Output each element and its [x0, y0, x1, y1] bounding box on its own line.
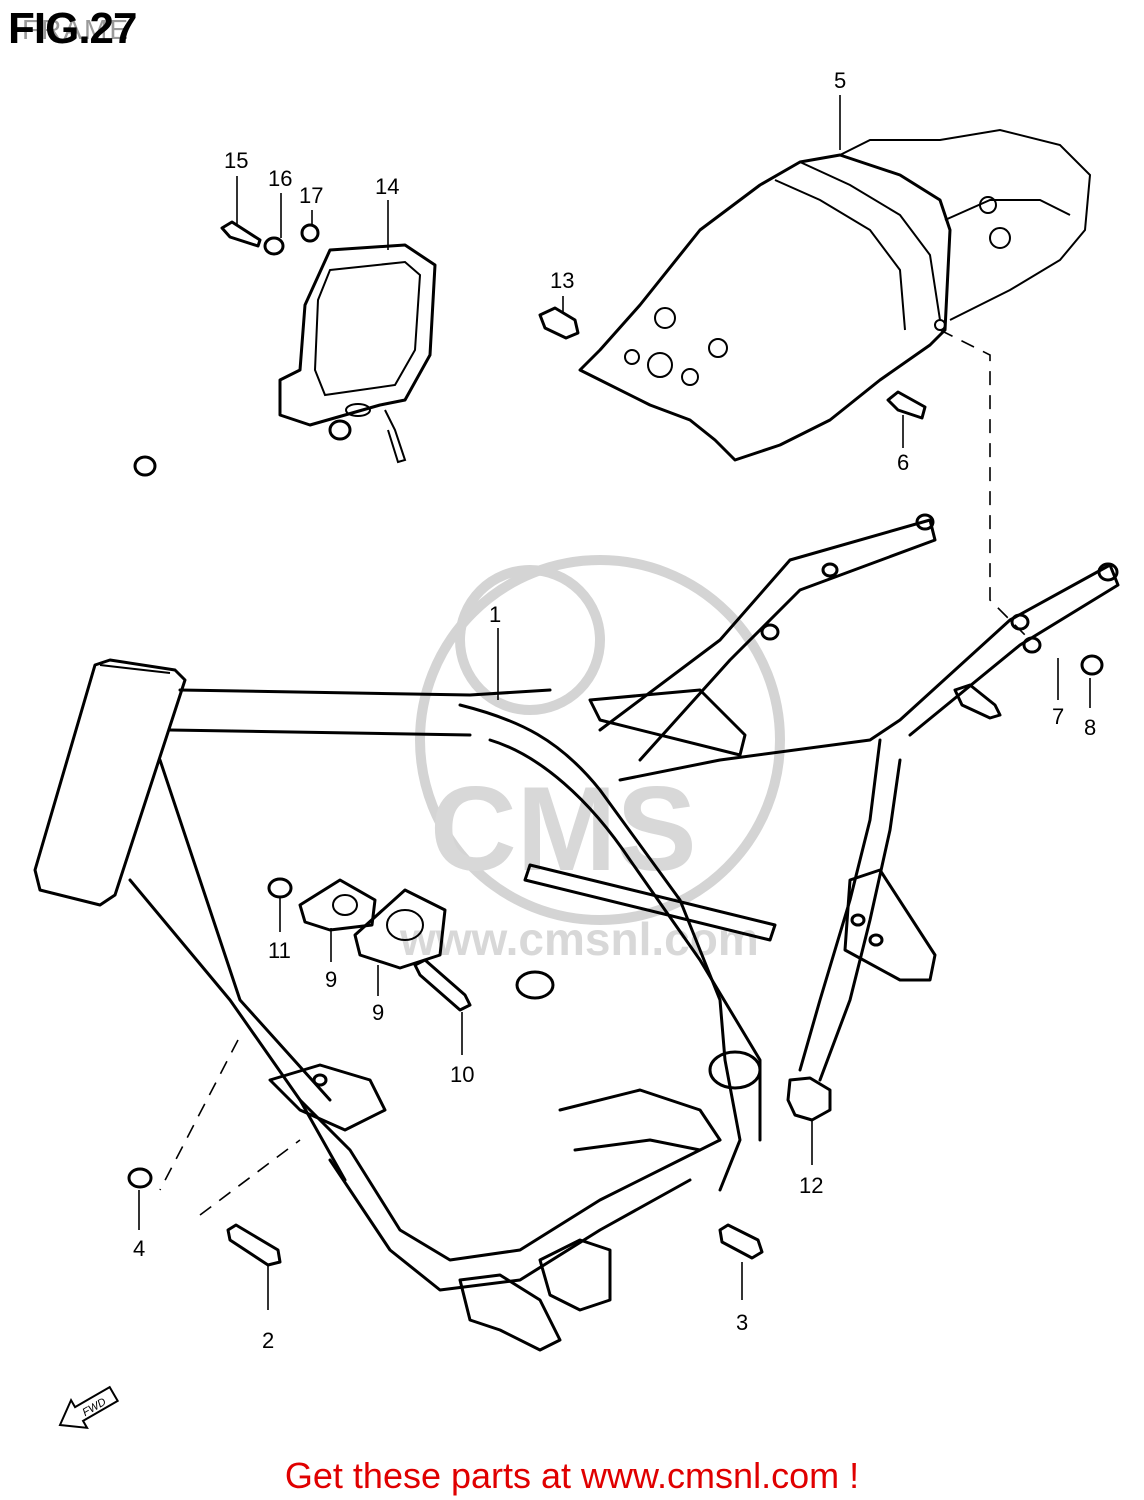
rear-fender — [578, 128, 1092, 462]
forward-direction-arrow: FWD — [58, 1385, 120, 1430]
frame-stud — [953, 683, 1002, 720]
callout-11: 11 — [268, 938, 291, 963]
collar-17 — [300, 223, 320, 243]
watermark-url: www.cmsnl.com — [399, 913, 759, 965]
engine-mount-plate-9-lower — [353, 888, 447, 970]
bolt-2 — [226, 1223, 282, 1267]
cms-watermark-logo: CMS www.cmsnl.com — [399, 555, 785, 965]
nut-4 — [127, 1167, 153, 1189]
bolt-3 — [718, 1223, 764, 1260]
callout-12: 12 — [799, 1173, 823, 1198]
callout-9-upper: 9 — [325, 967, 337, 992]
callout-2: 2 — [262, 1328, 274, 1353]
callout-3: 3 — [736, 1310, 748, 1335]
callout-13: 13 — [550, 268, 574, 293]
figure-number: FIG.27 — [8, 4, 137, 53]
bolt-15 — [220, 220, 262, 248]
leader-lines — [138, 95, 1091, 1310]
callout-15: 15 — [224, 148, 248, 173]
callout-8: 8 — [1084, 715, 1096, 740]
bolt-10 — [413, 958, 472, 1012]
bolt-13 — [538, 306, 580, 340]
assembly-guide-lines — [159, 329, 1031, 1216]
engine-mount-plate-9-upper — [298, 878, 377, 932]
callout-4: 4 — [133, 1236, 145, 1261]
bolt-6 — [886, 390, 927, 420]
exploded-view-drawing: CMS www.cmsnl.com — [33, 68, 1120, 1430]
nut-8 — [1080, 654, 1104, 676]
footer-promo-text[interactable]: Get these parts at www.cmsnl.com ! — [284, 1455, 860, 1496]
callout-14: 14 — [375, 174, 399, 199]
ecu-bracket-14 — [278, 243, 437, 464]
callout-labels: 1 2 3 4 5 6 7 8 9 9 10 11 12 13 14 15 16… — [133, 68, 1096, 1353]
callout-1: 1 — [489, 602, 501, 627]
collar-7 — [1022, 636, 1042, 654]
callout-6: 6 — [897, 450, 909, 475]
callout-10: 10 — [450, 1062, 474, 1087]
callout-7: 7 — [1052, 704, 1064, 729]
callout-16: 16 — [268, 166, 292, 191]
callout-9-lower: 9 — [372, 1000, 384, 1025]
callout-17: 17 — [299, 183, 323, 208]
main-frame — [33, 419, 1120, 1352]
figure-title: FRAME — [22, 14, 130, 45]
cap-12 — [786, 1076, 832, 1122]
nut-11 — [267, 877, 293, 899]
washer-16 — [263, 236, 285, 256]
callout-5: 5 — [834, 68, 846, 93]
